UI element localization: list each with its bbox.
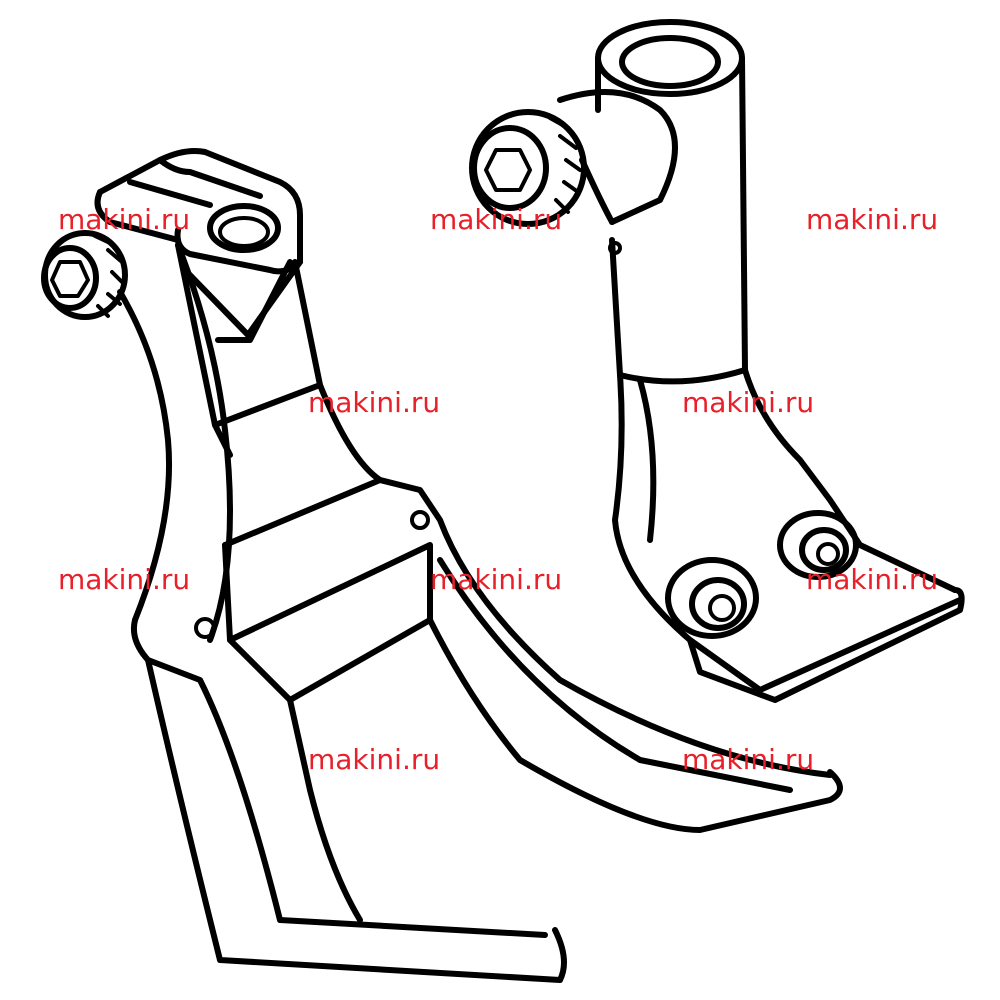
watermark-text: makini.ru	[430, 203, 563, 236]
watermark-text: makini.ru	[806, 203, 939, 236]
watermark-text: makini.ru	[806, 563, 939, 596]
right-screw	[469, 109, 587, 227]
watermark-text: makini.ru	[430, 563, 563, 596]
watermark-text: makini.ru	[682, 386, 815, 419]
watermark-text: makini.ru	[308, 386, 441, 419]
left-presser-foot	[41, 148, 843, 983]
watermark-text: makini.ru	[58, 203, 191, 236]
watermark-text: makini.ru	[308, 743, 441, 776]
watermark-text: makini.ru	[58, 563, 191, 596]
right-presser-foot	[469, 19, 965, 703]
watermark-text: makini.ru	[682, 743, 815, 776]
left-screw	[41, 230, 128, 320]
